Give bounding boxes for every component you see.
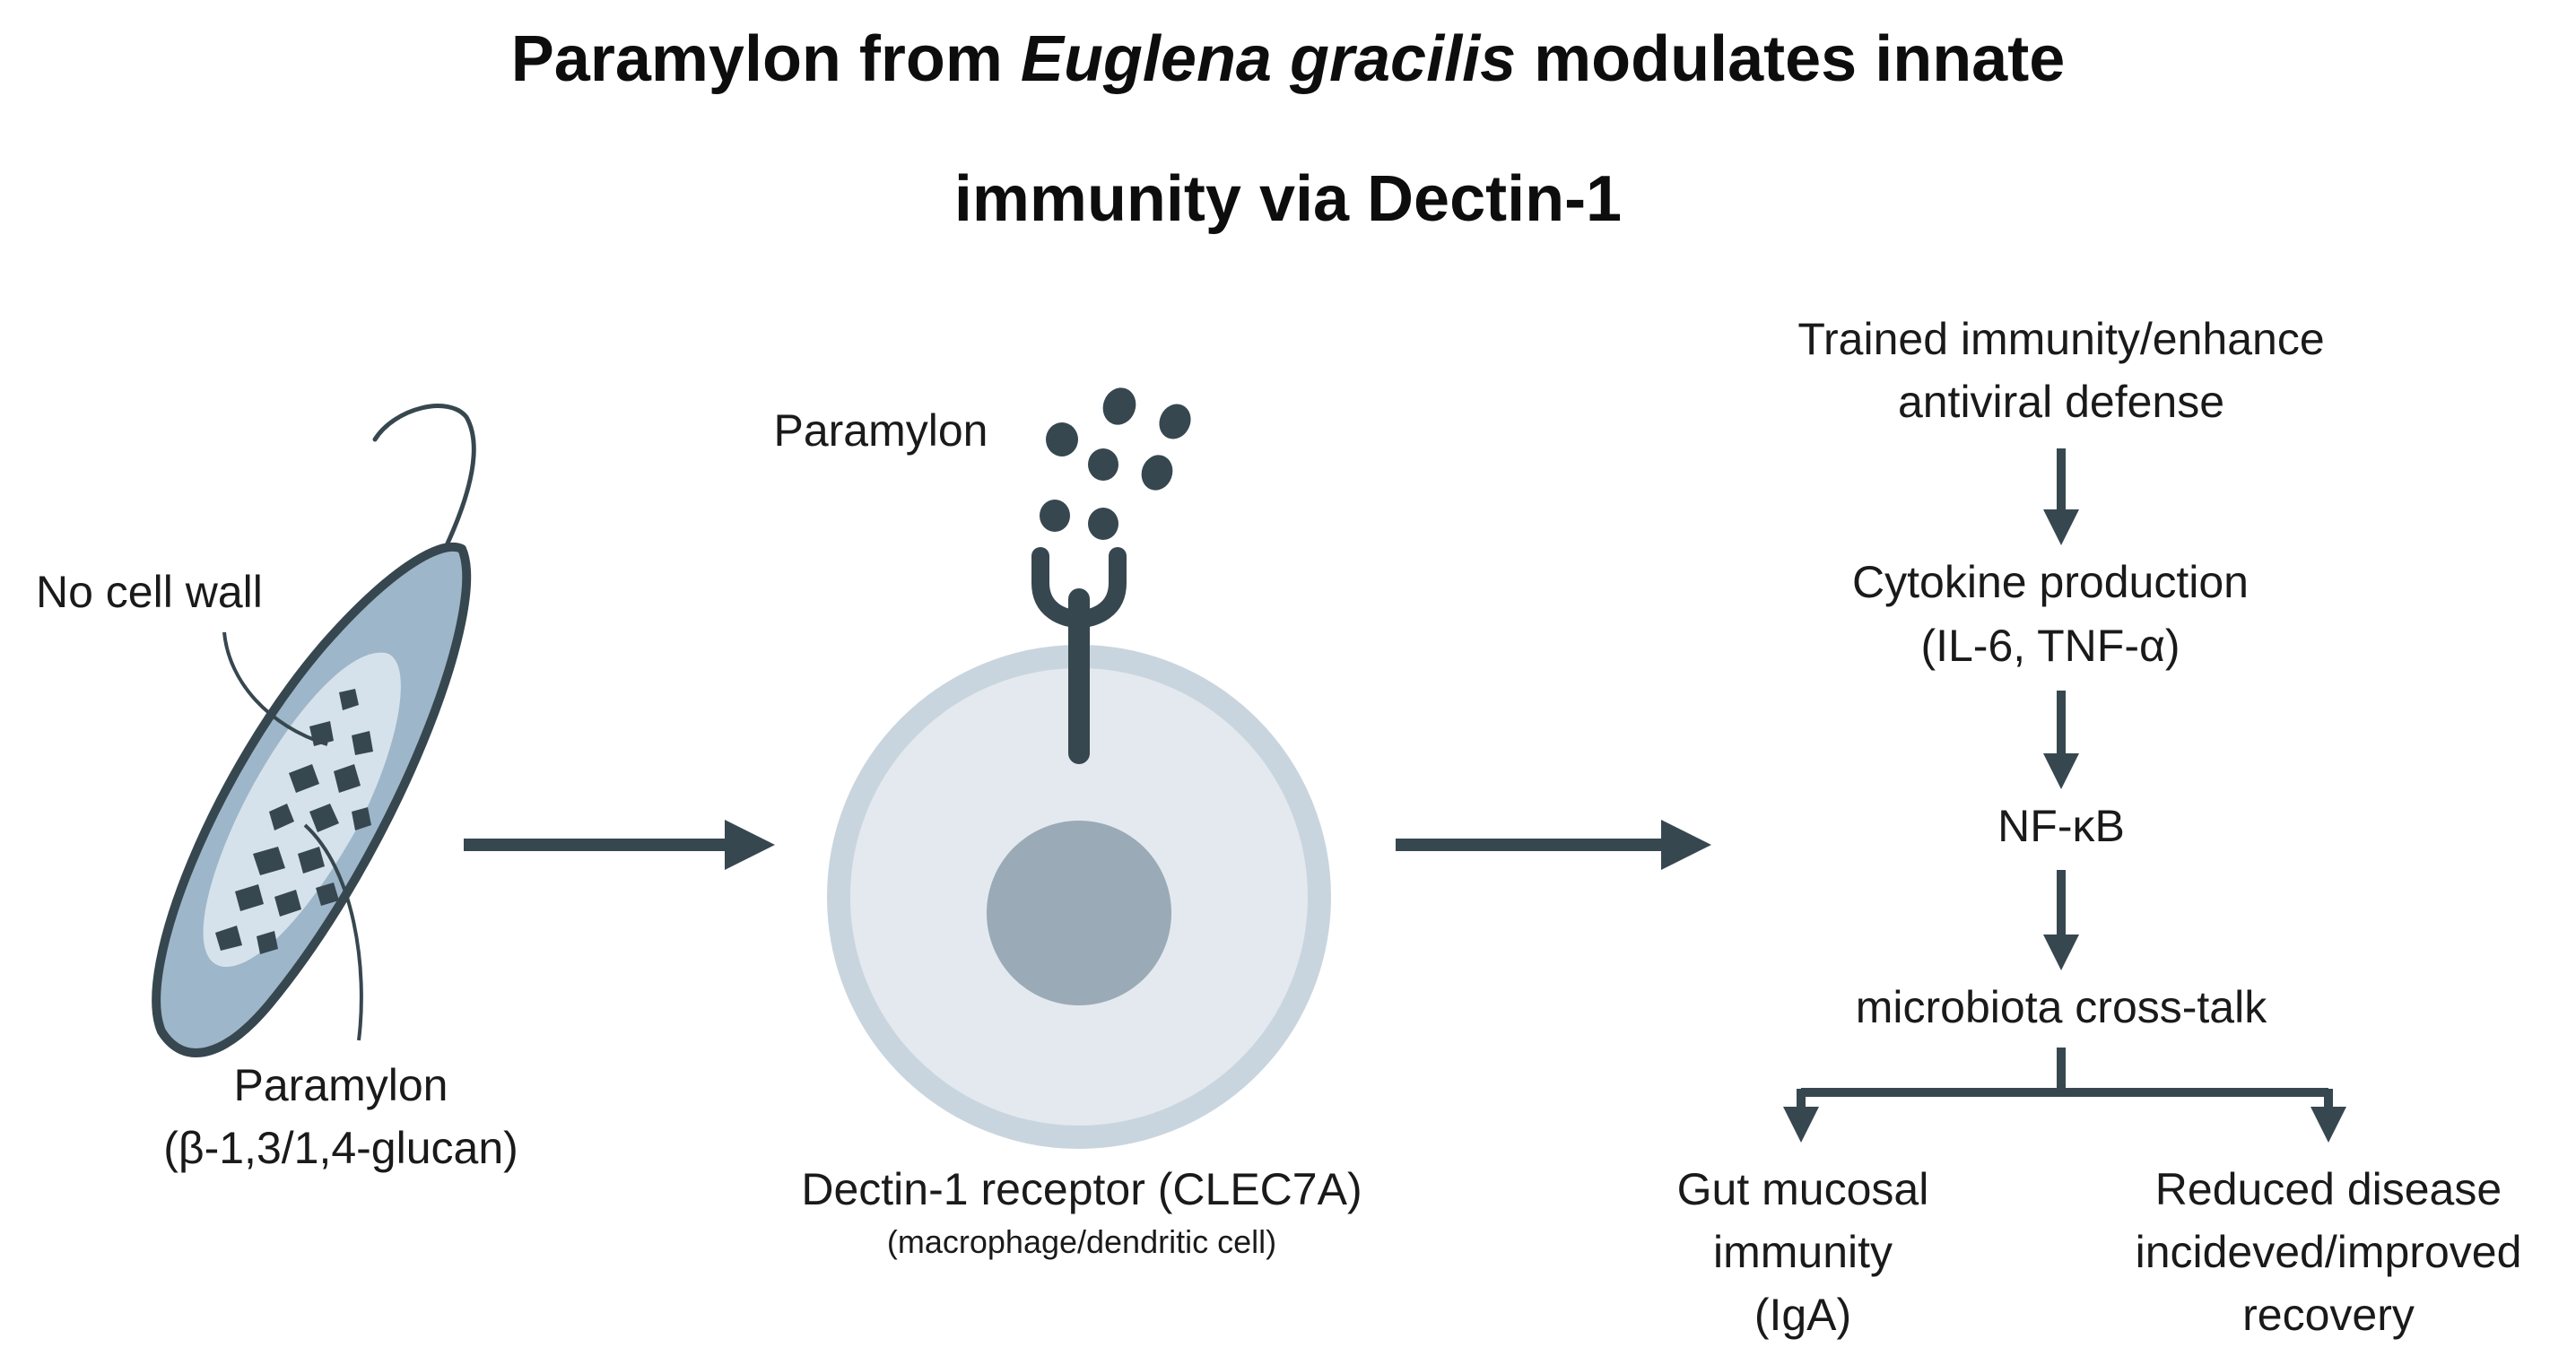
paramylon-granules-icon (215, 689, 373, 954)
step-trained-immunity-line-1: Trained immunity/enhance (1797, 314, 2324, 364)
euglena-cell-icon (152, 404, 476, 1057)
title-pre: Paramylon from (511, 23, 1021, 95)
step-cytokine-line-1: Cytokine production (1852, 557, 2249, 607)
label-paramylon-particles: Paramylon (774, 405, 988, 456)
paramylon-particles-icon (1040, 387, 1191, 540)
receptor-cup-icon (1031, 547, 1127, 629)
outcome-disease-line-2: incideved/improved (2136, 1227, 2522, 1277)
label-paramylon-2: (β-1,3/1,4-glucan) (163, 1123, 518, 1173)
branch-connector (1783, 1048, 2346, 1143)
paramylon-pointer-line (303, 823, 363, 1041)
step-cytokine-line-2: (IL-6, TNF-α) (1920, 621, 2180, 671)
step-microbiota: microbiota cross-talk (1856, 982, 2267, 1032)
title-line-2: immunity via Dectin-1 (954, 163, 1622, 235)
outcome-disease-line-3: recovery (2242, 1290, 2415, 1340)
title-species: Euglena gracilis (1021, 23, 1516, 95)
outcome-disease-line-1: Reduced disease (2155, 1164, 2502, 1214)
outcome-gut-line-3: (IgA) (1754, 1290, 1851, 1340)
label-dectin1-receptor: Dectin-1 receptor (CLEC7A) (801, 1164, 1362, 1214)
title-post: modulates innate (1516, 23, 2065, 95)
outcome-gut-line-1: Gut mucosal (1677, 1164, 1929, 1214)
title-line-1: Paramylon from Euglena gracilis modulate… (511, 23, 2065, 95)
label-paramylon-1: Paramylon (234, 1060, 448, 1110)
step-trained-immunity-line-2: antiviral defense (1898, 377, 2224, 427)
outcome-gut-line-2: immunity (1713, 1227, 1893, 1277)
label-cell-type: (macrophage/dendritic cell) (887, 1223, 1276, 1260)
wall-pointer-line (222, 631, 328, 746)
label-no-cell-wall: No cell wall (36, 567, 263, 617)
nucleus-icon (987, 821, 1171, 1005)
step-nfkb: NF-κB (1997, 801, 2125, 851)
flagellum-icon (372, 404, 476, 548)
immune-cell-icon (827, 387, 1331, 1149)
